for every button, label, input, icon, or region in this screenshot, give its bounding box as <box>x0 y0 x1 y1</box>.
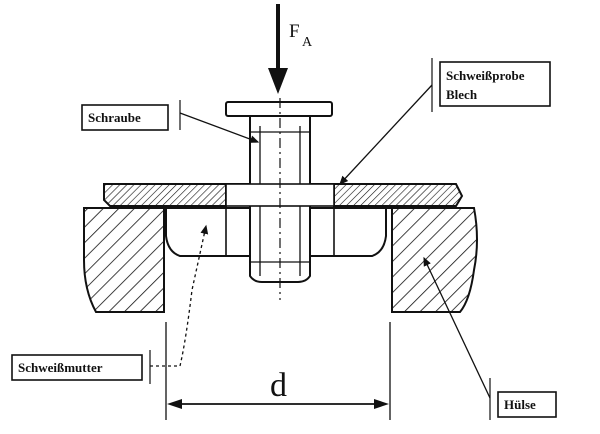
sleeve-label-text: Hülse <box>504 397 536 412</box>
label-sleeve: Hülse <box>423 256 557 420</box>
label-weld-nut: Schweißmutter <box>11 224 209 384</box>
screw-label-text: Schraube <box>88 110 141 125</box>
force-arrow <box>268 4 288 94</box>
specimen-label-line2: Blech <box>446 87 478 102</box>
force-symbol: F <box>289 21 300 42</box>
specimen-label-line1: Schweißprobe <box>446 68 525 83</box>
dimension-symbol: d <box>270 367 287 404</box>
label-specimen: Schweißprobe Blech <box>339 58 551 185</box>
force-subscript: A <box>302 35 313 50</box>
screw <box>225 101 335 283</box>
specimen-sheet <box>103 183 464 207</box>
label-screw: Schraube <box>81 100 260 143</box>
sleeve-right <box>391 207 478 313</box>
weld-nut-label-text: Schweißmutter <box>18 360 103 375</box>
dimension-d <box>165 322 391 420</box>
sleeve-left <box>83 207 165 313</box>
